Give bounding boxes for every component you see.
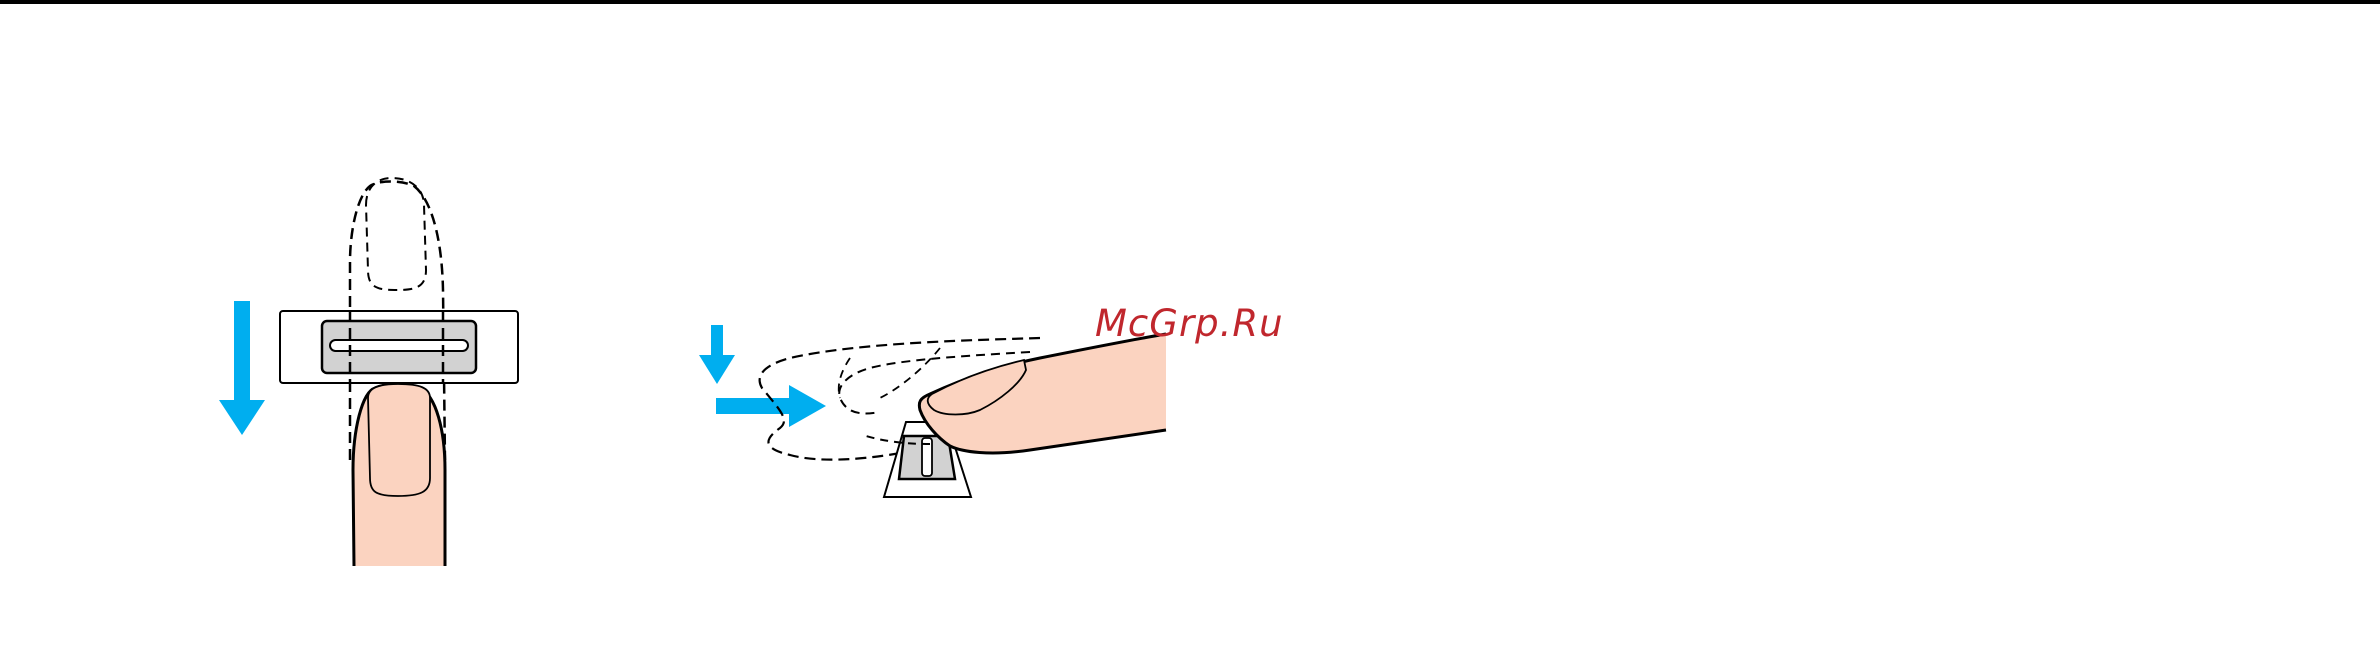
fingerprint-swipe-side-view [699,325,1166,497]
fingernail-end [368,384,430,496]
fingerprint-swipe-top-view [219,178,518,566]
watermark-text: McGrp.Ru [1095,302,1284,345]
down-arrow-icon [219,301,265,435]
down-arrow-icon [699,325,735,384]
fingernail-start-outline [366,178,426,290]
right-arrow-icon [716,385,826,427]
